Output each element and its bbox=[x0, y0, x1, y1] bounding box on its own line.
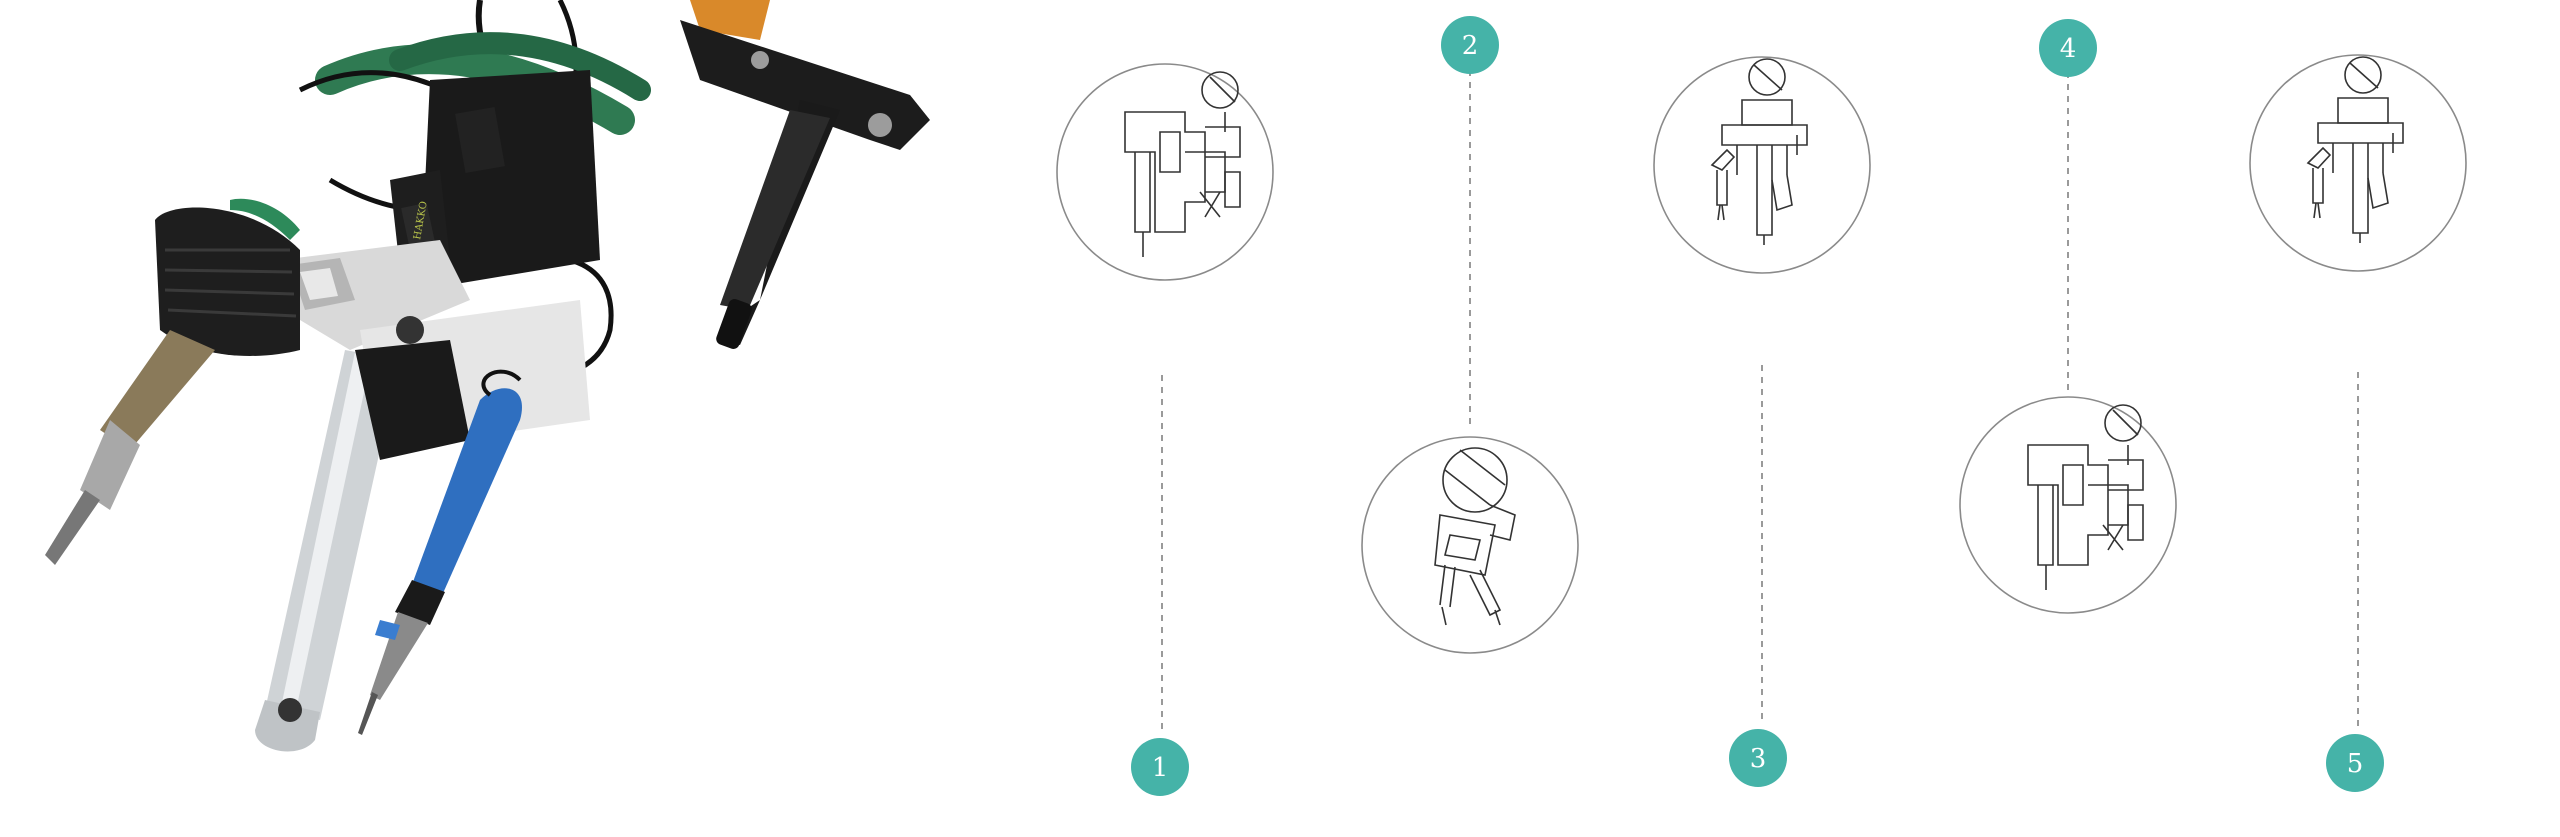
step-1-diagram bbox=[1056, 63, 1274, 281]
step-badge-5: 5 bbox=[2326, 734, 2384, 792]
robotic-soldering-tool-photo-icon: HAKKO bbox=[45, 0, 930, 752]
step-label-1: 1 bbox=[1152, 753, 1169, 783]
step-label-4: 4 bbox=[2060, 34, 2077, 64]
product-photo: HAKKO bbox=[45, 0, 930, 752]
tool-drawing-rotated-icon bbox=[1434, 447, 1516, 626]
step-4-circle bbox=[1959, 396, 2177, 614]
step-badge-4: 4 bbox=[2039, 19, 2097, 77]
connector-lines bbox=[1161, 70, 2359, 735]
step-badge-3: 3 bbox=[1729, 729, 1787, 787]
step-3-diagram bbox=[1653, 56, 1871, 274]
step-5-circle bbox=[2249, 54, 2467, 272]
step-5-diagram bbox=[2249, 54, 2467, 272]
step-label-2: 2 bbox=[1462, 31, 1479, 61]
step-3-circle bbox=[1653, 56, 1871, 274]
step-badge-1: 1 bbox=[1131, 738, 1189, 796]
step-2-diagram bbox=[1361, 436, 1579, 654]
step-1-circle bbox=[1056, 63, 1274, 281]
step-label-3: 3 bbox=[1750, 744, 1767, 774]
tool-drawing-side-view-icon bbox=[1124, 71, 1241, 257]
tool-drawing-front-view-icon bbox=[2306, 56, 2404, 243]
step-4-diagram bbox=[1959, 396, 2177, 614]
step-label-5: 5 bbox=[2347, 749, 2364, 779]
tool-drawing-side-view-icon bbox=[2027, 404, 2144, 590]
tool-drawing-front-view-icon bbox=[1710, 58, 1808, 245]
step-2-circle bbox=[1361, 436, 1579, 654]
step-badge-2: 2 bbox=[1441, 16, 1499, 74]
